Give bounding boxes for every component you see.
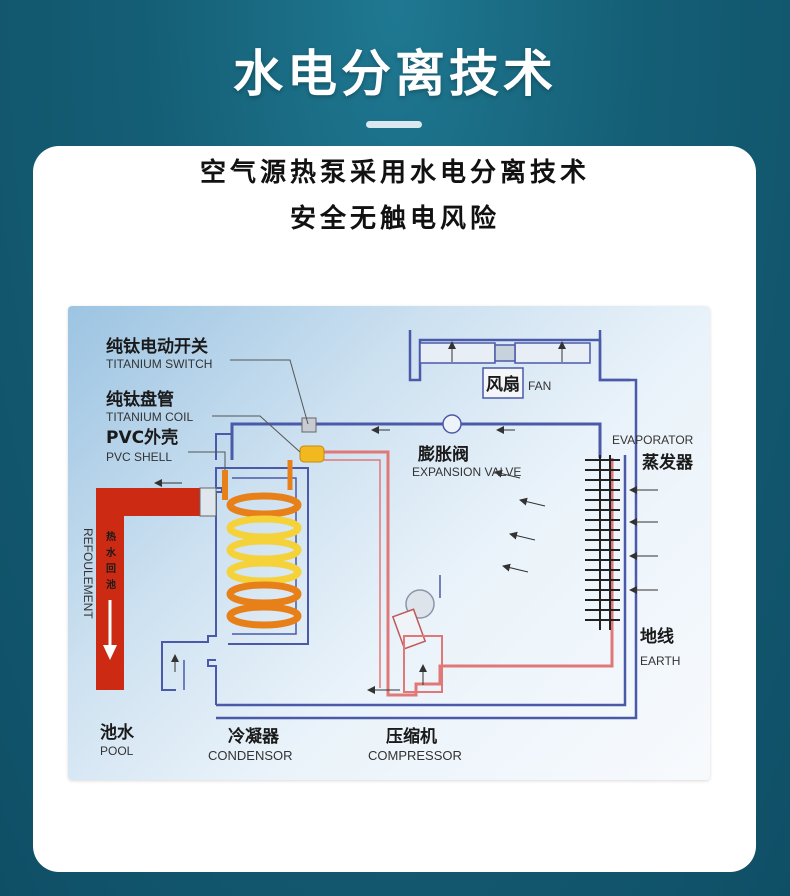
titanium-switch-label-en: TITANIUM SWITCH: [106, 357, 212, 371]
compressor-label-en: COMPRESSOR: [368, 748, 462, 763]
pool-label-en: POOL: [100, 744, 134, 758]
compressor-label-cn: 压缩机: [386, 726, 437, 747]
leader-lines: [188, 359, 309, 470]
compressor-icon: [391, 575, 443, 693]
pvc-shell-label-en: PVC SHELL: [106, 450, 172, 464]
title-underline: [366, 121, 422, 128]
titanium-switch-label-cn: 纯钛电动开关: [106, 336, 208, 357]
airflow-arrows: [494, 469, 658, 594]
expansion-valve-label-en: EXPANSION VALVE: [412, 465, 521, 479]
hot-water-label-3: 回: [106, 563, 116, 575]
fan-label-cn: 风扇: [486, 374, 520, 395]
pvc-shell-label-cn: PVC外壳: [106, 427, 178, 448]
fan-icon: [419, 341, 591, 364]
fan-housing-right: [598, 330, 630, 382]
subtitle-line-2: 安全无触电风险: [289, 204, 500, 234]
hot-water-label-1: 热: [106, 530, 116, 543]
expansion-valve-label-cn: 膨胀阀: [418, 444, 469, 465]
condenser-label-cn: 冷凝器: [228, 726, 280, 747]
titanium-coil-label-cn: 纯钛盘管: [106, 389, 174, 410]
cabinet-outline: [216, 465, 638, 720]
pool-label-cn: 池水: [100, 722, 135, 743]
refoulement-label: REFOULEMENT: [81, 528, 95, 619]
pvc-shell: [161, 467, 309, 705]
evaporator-label-cn: 蒸发器: [642, 452, 694, 473]
refrigerant-pipe-hot: [316, 450, 614, 697]
page-title: 水电分离技术: [233, 45, 557, 103]
expansion-valve-icon: [442, 414, 462, 434]
earth-label-cn: 地线: [640, 626, 674, 647]
earth-label-en: EARTH: [640, 654, 680, 668]
condenser-label-en: CONDENSOR: [208, 748, 293, 763]
titanium-coil: [222, 445, 325, 629]
hot-water-label-4: 池: [106, 578, 116, 591]
subtitle-line-1: 空气源热泵采用水电分离技术: [199, 158, 590, 188]
evaporator-fins: [585, 455, 620, 630]
titanium-switch-icon: [301, 417, 317, 433]
refrigerant-pipe-top: [230, 422, 602, 460]
hot-water-label-2: 水: [105, 546, 117, 559]
titanium-coil-label-en: TITANIUM COIL: [106, 410, 193, 424]
fan-label-en: FAN: [528, 379, 551, 393]
evaporator-label-en: EVAPORATOR: [612, 433, 694, 447]
